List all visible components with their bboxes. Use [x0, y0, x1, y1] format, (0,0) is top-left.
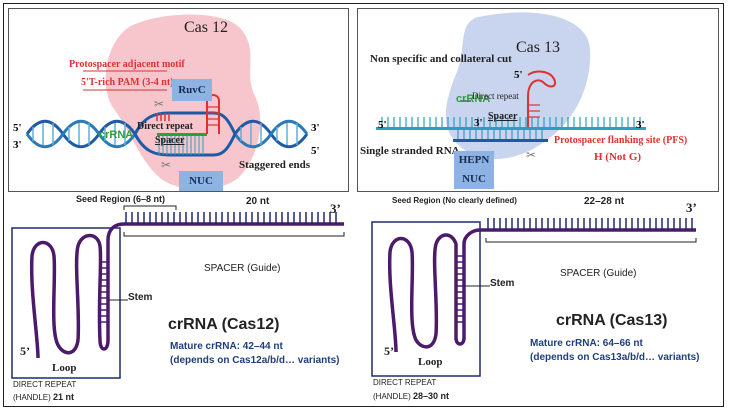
cas13-spacer-bracket — [485, 238, 697, 243]
pam-label-line1: Protospacer adjacent motif — [69, 59, 185, 70]
cas13-panel: ✂ Cas 13 Non specific and collateral cut… — [357, 8, 719, 192]
cas13-title: Cas 13 — [516, 39, 560, 56]
cas12-spacer-ticks — [125, 212, 337, 224]
cas13-nt-count: 22–28 nt — [584, 196, 625, 207]
cas13-crrna-title: crRNA (Cas13) — [556, 312, 668, 329]
nuc-domain: NUC — [179, 171, 223, 191]
scissors-icon-top: ✂ — [154, 97, 164, 111]
cas12-loop-label: Loop — [52, 362, 77, 374]
cas12-mature-line2: (depends on Cas12a/b/d… variants) — [170, 355, 340, 366]
cas13-stem-rungs — [456, 255, 464, 323]
cas12-mature-line1: Mature crRNA: 42–44 nt — [170, 341, 283, 352]
cas12-dr-box — [11, 227, 121, 379]
cas13-spacer-guide: SPACER (Guide) — [560, 268, 637, 279]
cas12-illustration: ✂ ✂ — [25, 14, 309, 190]
cas12-end-3-left: 3' — [13, 139, 22, 151]
hepn-domain: HEPN — [454, 151, 494, 169]
cas12-end-5-left: 5' — [13, 122, 22, 134]
cas13-dr-length: 28–30 nt — [413, 391, 450, 401]
cas12-end-5-right: 5' — [311, 145, 320, 157]
cas13-end-5: 5’ — [384, 344, 394, 358]
cas12-dr-handle: (HANDLE) — [13, 393, 51, 402]
cas12-spacer-guide: SPACER (Guide) — [204, 263, 281, 274]
ruvc-domain: RuvC — [172, 79, 212, 101]
cas12-end-3-right: 3' — [311, 122, 320, 134]
cas13-seed-region: Seed Region (No clearly defined) — [392, 196, 517, 205]
crrna-pairing-ticks — [158, 136, 204, 155]
pfs-label-line2: H (Not G) — [594, 151, 642, 163]
figure-frame — [3, 3, 724, 407]
ssrna-label: Single stranded RNA — [360, 145, 460, 157]
cas13-crrna-label: crRNA — [456, 93, 491, 105]
scissors-icon-bottom: ✂ — [161, 158, 171, 172]
cas13-end-3-right: 3' — [636, 119, 645, 131]
pfs-label-line1: Protospacer flanking site (PFS) — [554, 135, 688, 146]
cas12-end-5: 5’ — [20, 344, 30, 358]
cas12-dr-length: 21 nt — [53, 392, 75, 402]
target-strand-top — [133, 111, 237, 135]
cas13-end-3-mid: 3' — [474, 117, 483, 129]
cas13-dr-handle: (HANDLE) — [373, 392, 411, 401]
target-rna-line — [376, 127, 646, 130]
dna-strand-a — [25, 119, 137, 149]
cas13-mature-line1: Mature crRNA: 64–66 nt — [530, 338, 643, 349]
scissors-icon-cas13: ✂ — [526, 148, 536, 162]
cas12-dr-line1: DIRECT REPEAT — [13, 380, 77, 389]
cas13-dr-box — [371, 221, 481, 377]
cas13-spacer-label: Spacer — [488, 111, 518, 122]
cas13-nuc-domain: NUC — [454, 169, 494, 189]
cas12-dr-line2: (HANDLE) 21 nt — [13, 392, 74, 402]
cas12-seed-bracket — [123, 205, 177, 210]
guide-rna-line — [453, 139, 548, 142]
cas12-crrna-title: crRNA (Cas12) — [168, 316, 280, 333]
spacer-label: Spacer — [155, 135, 185, 146]
staggered-ends-label: Staggered ends — [239, 159, 310, 171]
cas13-end-3: 3’ — [686, 200, 697, 215]
crrna-guide-line — [157, 133, 207, 136]
direct-repeat-label: Direct repeat — [137, 121, 193, 132]
cas12-title: Cas 12 — [184, 19, 228, 36]
cas13-dr-line1: DIRECT REPEAT — [373, 378, 437, 387]
pam-ticks — [156, 113, 170, 121]
cas13-spacer-ticks — [487, 218, 693, 230]
pam-label-line2: 5'T-rich PAM (3-4 nt) — [81, 77, 174, 88]
cas13-stem-label: Stem — [490, 278, 515, 289]
cas13-loop-label: Loop — [418, 356, 443, 368]
cas12-seed-region: Seed Region (6–8 nt) — [76, 194, 166, 204]
cas13-illustration: ✂ — [376, 12, 646, 162]
dna-strand-b — [25, 119, 137, 149]
cas13-hairpin — [527, 70, 556, 127]
cas12-stem-rungs — [100, 261, 108, 323]
dna-rungs — [32, 123, 298, 145]
cas12-stem-label: Stem — [128, 292, 153, 303]
crrna-label: crRNA — [99, 129, 134, 141]
cas12-crrna-backbone — [29, 222, 344, 359]
cas13-crrna-backbone — [387, 228, 696, 353]
hairpin-end-5: 5' — [514, 69, 523, 81]
cas13-protein-blob — [445, 12, 591, 160]
collateral-cut-label: Non specific and collateral cut — [370, 53, 512, 65]
target-rna-ticks — [381, 117, 641, 127]
cas12-end-3: 3’ — [330, 201, 341, 216]
guide-rna-ticks — [457, 130, 543, 139]
cas13-mature-line2: (depends on Cas13a/b/d… variants) — [530, 352, 700, 363]
cas12-spacer-bracket — [123, 232, 345, 237]
cas13-direct-repeat-label: Direct repeat — [472, 91, 519, 101]
cas13-dr-line2: (HANDLE) 28–30 nt — [373, 391, 449, 401]
cas12-nt-count: 20 nt — [246, 196, 270, 207]
cas13-end-5-left: 5' — [378, 119, 387, 131]
cas12-panel: ✂ ✂ Cas 12 Protospacer adjacent motif 5'… — [8, 8, 349, 192]
